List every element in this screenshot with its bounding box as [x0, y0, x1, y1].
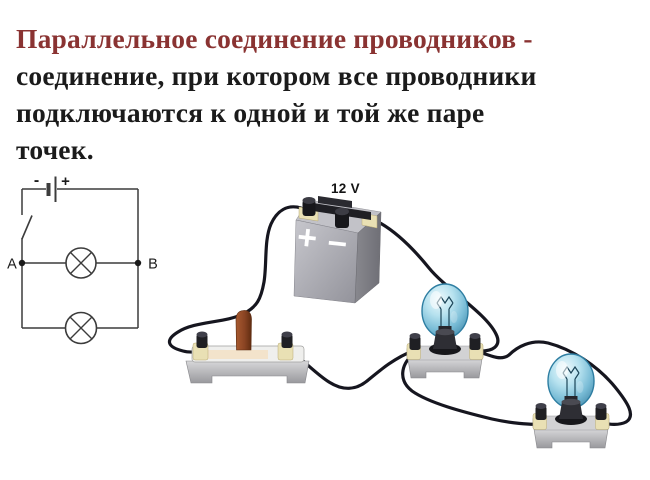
switch-handle [235, 310, 252, 351]
schematic-lamp-2 [64, 311, 98, 345]
switch-terminal-right [281, 334, 293, 348]
battery-plus-mark: + [295, 218, 319, 258]
switch-plate-tint [206, 350, 268, 359]
node-a-label: A [7, 257, 17, 273]
node-b-label: B [148, 257, 158, 273]
switch-terminal-right-cap [281, 331, 293, 338]
slide-title: Параллельное соединение проводников - со… [16, 20, 644, 168]
node-b-dot [134, 259, 142, 267]
node-a-dot [18, 259, 26, 267]
battery-terminal-right [335, 211, 349, 228]
schematic-wires [21, 188, 139, 329]
title-line-accent: Параллельное соединение проводников - [16, 23, 533, 54]
title-line: точек. [16, 134, 94, 165]
battery-terminal-left-cap [302, 197, 316, 204]
schematic-lamp-1 [65, 247, 97, 279]
schematic-circuit-diagram: - + A B [7, 172, 158, 345]
battery: + − 12 V [293, 181, 382, 304]
battery-terminal-right-cap [335, 207, 349, 216]
lamp-1 [406, 283, 484, 379]
schematic-plus-label: + [61, 173, 70, 190]
realistic-circuit: + − 12 V [168, 181, 632, 449]
switch-base [185, 360, 310, 384]
battery-terminal-left [302, 200, 316, 216]
title-line: подключаются к одной и той же паре [16, 97, 485, 128]
knife-switch [185, 310, 310, 384]
wire-lamp1-to-lamp2-left [401, 352, 543, 426]
switch-terminal-left-cap [196, 331, 208, 338]
switch-terminal-left [196, 334, 208, 348]
title-line: соединение, при котором все проводники [16, 60, 537, 91]
wire-battery-to-switch [168, 205, 303, 354]
battery-minus-mark: − [325, 224, 349, 264]
battery-voltage-label: 12 V [331, 181, 360, 196]
schematic-minus-label: - [34, 172, 39, 189]
battery-connector-bar-back [318, 196, 352, 208]
open-switch-blade [21, 215, 33, 240]
